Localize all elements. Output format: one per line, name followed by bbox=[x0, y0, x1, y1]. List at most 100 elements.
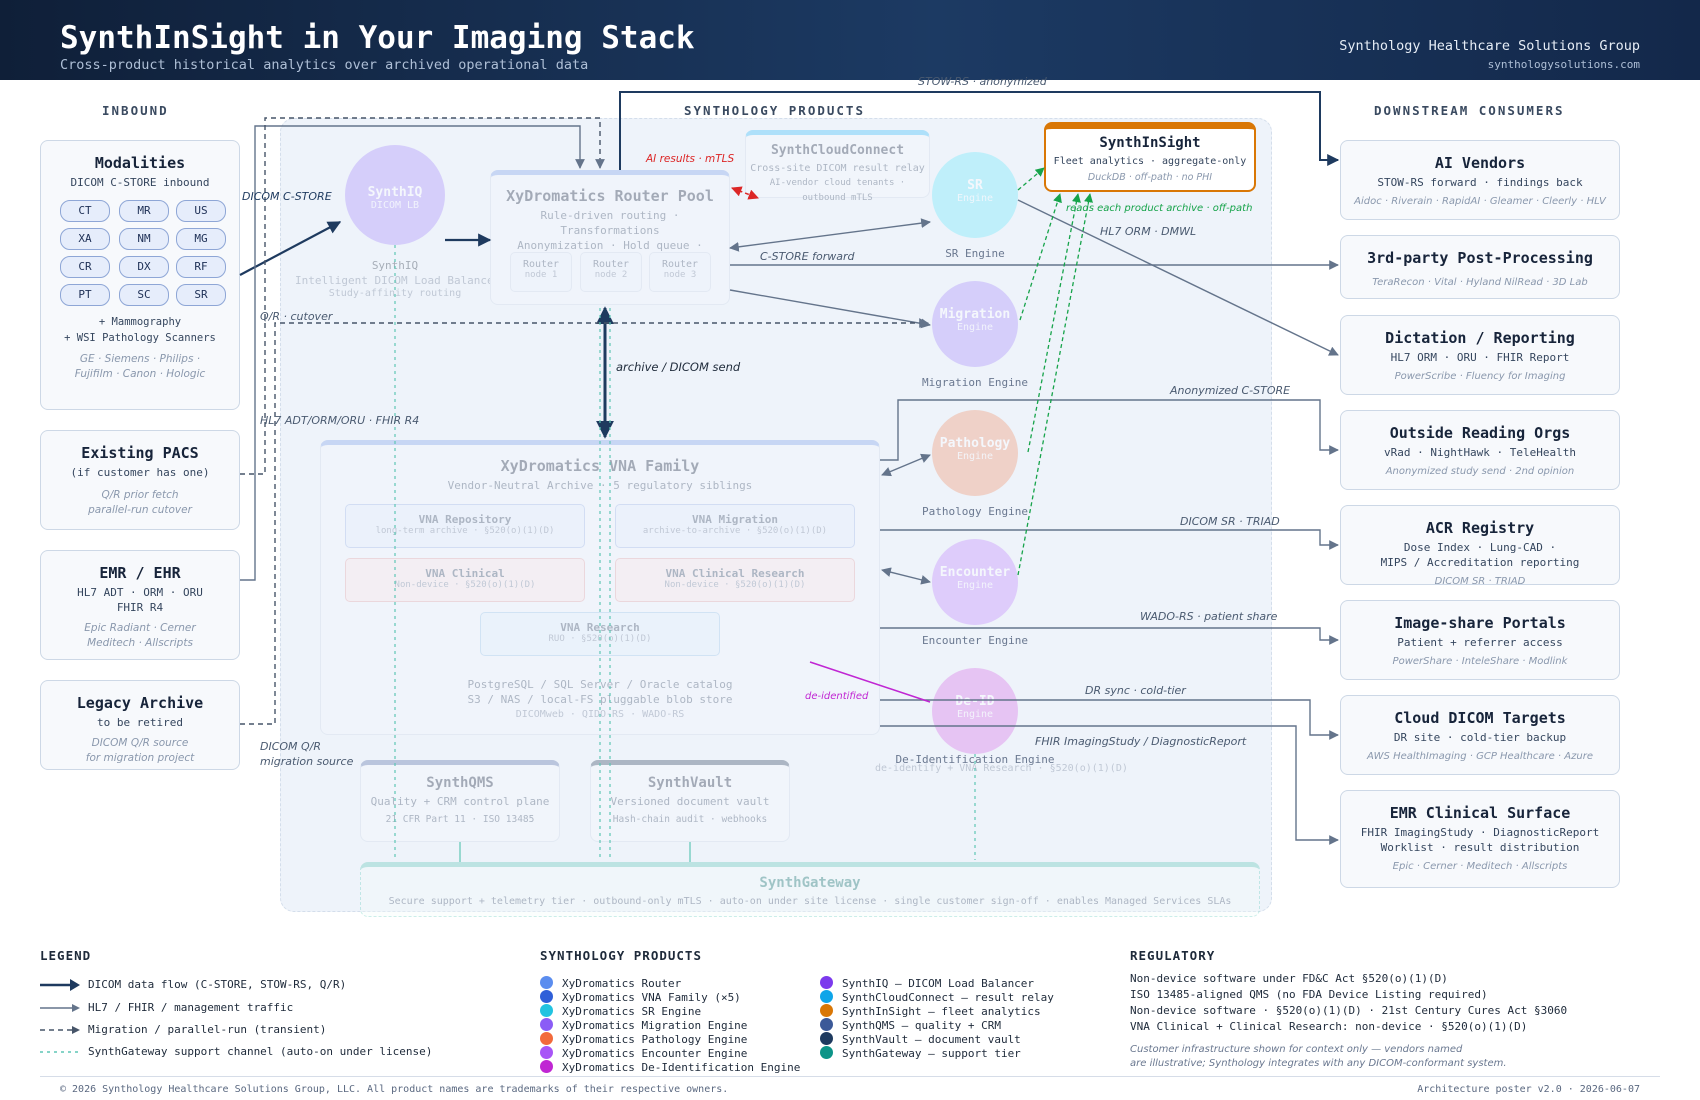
modalities-extra-2: + WSI Pathology Scanners bbox=[64, 332, 216, 344]
acr-line bbox=[880, 529, 1339, 550]
label-qr-cutover: Q/R · cutover bbox=[260, 310, 333, 323]
vault-line-1: Versioned document vault bbox=[610, 795, 770, 808]
product-color-dot bbox=[820, 1046, 833, 1059]
synthiq-desc: Intelligent DICOM Load Balancer bbox=[295, 274, 501, 287]
emr-to-router bbox=[240, 125, 585, 581]
router-node-name: Router bbox=[592, 259, 630, 270]
synthinsight-box[interactable]: SynthInSight Fleet analytics · aggregate… bbox=[1044, 122, 1256, 192]
product-color-dot bbox=[820, 1018, 833, 1031]
label-stow-anon: STOW-RS · anonymized bbox=[918, 75, 1047, 88]
migration-lines bbox=[240, 117, 929, 725]
downstream-sub1: STOW-RS forward · findings back bbox=[1377, 176, 1583, 189]
org-url[interactable]: synthologysolutions.com bbox=[1487, 58, 1640, 71]
regulatory-line-1: Non-device software under FD&C Act §520(… bbox=[1130, 972, 1448, 985]
product-legend-item: XyDromatics Migration Engine bbox=[562, 1019, 748, 1032]
regulatory-note-2: are illustrative; Synthology integrates … bbox=[1130, 1058, 1507, 1069]
pathology-engine-inner: Engine bbox=[956, 451, 994, 462]
sr-engine-name: SR bbox=[967, 178, 983, 193]
router-node-sub: node 3 bbox=[663, 270, 697, 280]
vna-to-encounter bbox=[881, 567, 931, 585]
legend-item-gateway: SynthGateway support channel (auto-on un… bbox=[88, 1045, 433, 1058]
router-node-name: Router bbox=[661, 259, 699, 270]
synthiq-label: SynthIQ bbox=[371, 259, 419, 272]
downstream-vendors: AWS HealthImaging · GCP Healthcare · Azu… bbox=[1367, 751, 1593, 762]
label-fhir-imaging: FHIR ImagingStudy / DiagnosticReport bbox=[1035, 735, 1247, 748]
downstream-title: Outside Reading Orgs bbox=[1389, 424, 1571, 442]
synthqms-box[interactable]: SynthQMS Quality + CRM control plane 21 … bbox=[360, 760, 560, 842]
sr-engine-node[interactable]: SR Engine bbox=[932, 152, 1018, 238]
modality-pill: SR bbox=[176, 284, 226, 306]
synthgateway-box[interactable]: SynthGateway Secure support + telemetry … bbox=[360, 862, 1260, 917]
synthiq-inner: DICOM LB bbox=[370, 200, 420, 211]
vna-title: XyDromatics VNA Family bbox=[500, 457, 700, 475]
downstream-sub1: vRad · NightHawk · TeleHealth bbox=[1383, 446, 1577, 459]
vna-module-name: VNA Clinical Research bbox=[665, 567, 805, 580]
synthiq-node[interactable]: SynthIQ DICOM LB bbox=[345, 145, 445, 245]
router-to-migration bbox=[729, 289, 931, 329]
deid-engine-node[interactable]: De-ID Engine bbox=[932, 668, 1018, 754]
page-subtitle: Cross-product historical analytics over … bbox=[60, 57, 589, 73]
insight-line-1: Fleet analytics · aggregate-only bbox=[1053, 156, 1247, 167]
vna-foot-2: S3 / NAS / local-FS pluggable blob store bbox=[467, 693, 733, 706]
label-hl7-fhir: HL7 ADT/ORM/ORU · FHIR R4 bbox=[260, 414, 420, 427]
product-color-dot bbox=[540, 1004, 553, 1017]
label-dr-sync: DR sync · cold-tier bbox=[1085, 684, 1186, 697]
downstream-box[interactable]: Outside Reading Orgs vRad · NightHawk · T… bbox=[1340, 410, 1620, 490]
modality-pill: MR bbox=[119, 200, 169, 222]
product-color-dot bbox=[540, 990, 553, 1003]
vna-family-box[interactable]: XyDromatics VNA Family Vendor-Neutral Ar… bbox=[320, 440, 880, 735]
product-legend-item: SynthInSight — fleet analytics bbox=[842, 1005, 1041, 1018]
sr-to-dictation bbox=[1017, 199, 1339, 356]
label-dicom-cstore: DICOM C-STORE bbox=[242, 190, 332, 203]
product-color-dot bbox=[540, 1018, 553, 1031]
product-color-dot bbox=[820, 1004, 833, 1017]
emr-box[interactable]: EMR / EHR HL7 ADT · ORM · ORU FHIR R4 Ep… bbox=[40, 550, 240, 660]
downstream-sub1: FHIR ImagingStudy · DiagnosticReport bbox=[1360, 826, 1600, 839]
migration-engine-label: Migration Engine bbox=[922, 376, 1028, 389]
downstream-vendors: Epic · Cerner · Meditech · Allscripts bbox=[1392, 861, 1568, 872]
synthiq-desc-2: Study-affinity routing bbox=[328, 288, 462, 299]
product-color-dot bbox=[540, 976, 553, 989]
downstream-sub1: Patient + referrer access bbox=[1397, 636, 1563, 649]
existing-pacs-box[interactable]: Existing PACS (if customer has one) Q/R … bbox=[40, 430, 240, 530]
emr-vendors-1: Epic Radiant · Cerner bbox=[84, 622, 196, 634]
product-legend-item: SynthGateway — support tier bbox=[842, 1047, 1021, 1060]
legacy-to-migration bbox=[240, 318, 929, 725]
legend-item-dicom: DICOM data flow (C-STORE, STOW-RS, Q/R) bbox=[88, 978, 347, 991]
encounter-engine-node[interactable]: Encounter Engine bbox=[932, 539, 1018, 625]
pacs-note-2: parallel-run cutover bbox=[88, 504, 192, 516]
legend-item-migration: Migration / parallel-run (transient) bbox=[88, 1023, 327, 1036]
modality-pill: US bbox=[176, 200, 226, 222]
vna-module-sub: archive-to-archive · §520(o)(1)(D) bbox=[642, 526, 828, 536]
regulatory-note-1: Customer infrastructure shown for contex… bbox=[1130, 1044, 1463, 1055]
regulatory-title: REGULATORY bbox=[1130, 948, 1216, 963]
section-inbound: INBOUND bbox=[102, 103, 169, 118]
router-pool-box[interactable]: XyDromatics Router Pool Rule-driven rout… bbox=[490, 170, 730, 305]
modalities-vendors-2: Fujifilm · Canon · Hologic bbox=[74, 368, 206, 380]
synthiq-name: SynthIQ bbox=[367, 185, 423, 200]
synthvault-box[interactable]: SynthVault Versioned document vault Hash… bbox=[590, 760, 790, 842]
page-title: SynthInSight in Your Imaging Stack bbox=[60, 20, 695, 56]
insight-read-lines bbox=[1017, 167, 1093, 576]
sr-engine-label: SR Engine bbox=[945, 247, 1005, 260]
pathology-engine-node[interactable]: Pathology Engine bbox=[932, 410, 1018, 496]
cloudconnect-box[interactable]: SynthCloudConnect Cross-site DICOM resul… bbox=[745, 130, 930, 203]
qms-line-2: 21 CFR Part 11 · ISO 13485 bbox=[385, 814, 535, 825]
legacy-archive-box[interactable]: Legacy Archive to be retired DICOM Q/R s… bbox=[40, 680, 240, 770]
migration-engine-node[interactable]: Migration Engine bbox=[932, 281, 1018, 367]
